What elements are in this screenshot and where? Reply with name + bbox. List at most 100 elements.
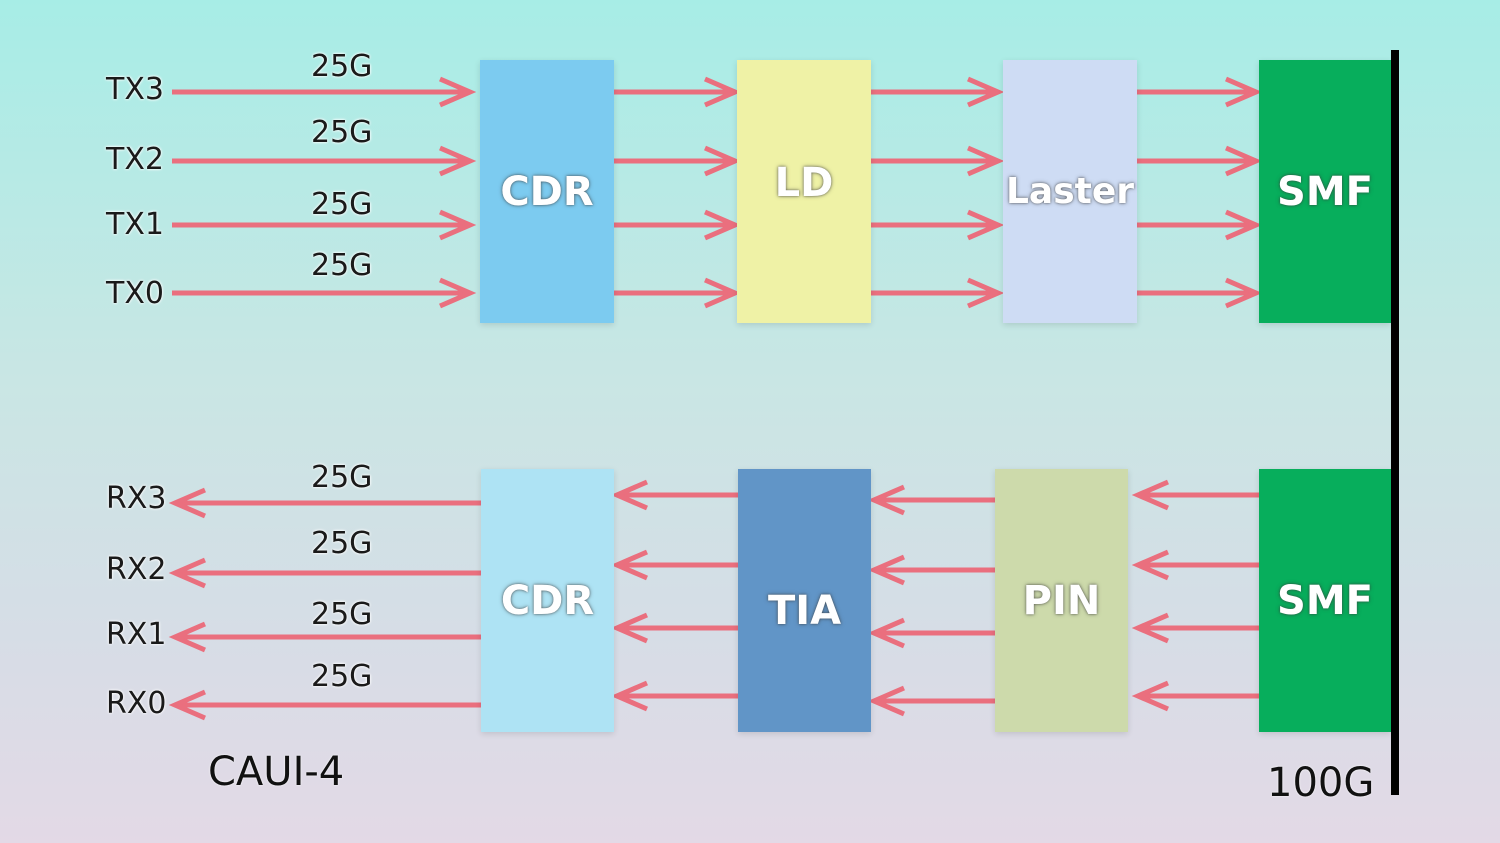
interface-caption: CAUI-4 xyxy=(208,749,345,795)
rx-arrow-head xyxy=(1131,549,1169,581)
rx-arrow xyxy=(867,617,995,649)
rx-arrow-head xyxy=(610,479,648,511)
tx-arrow-head xyxy=(967,76,1005,108)
tx-arrow-head xyxy=(704,209,742,241)
tx-rate-label: 25G xyxy=(311,49,373,84)
tx-arrow xyxy=(871,76,1005,108)
rx-lane-label: RX1 xyxy=(106,617,167,652)
rx-arrow xyxy=(1131,479,1259,511)
rx-arrow xyxy=(1131,680,1259,712)
rx-arrow-head xyxy=(168,487,206,519)
tx-arrow xyxy=(172,145,477,177)
tx-rate-label: 25G xyxy=(311,187,373,222)
rx-arrow xyxy=(1131,549,1259,581)
tx-arrow-head xyxy=(439,76,477,108)
rx-arrow xyxy=(1131,612,1259,644)
tx-ld-label: LD xyxy=(774,159,834,206)
rx-lane-label: RX0 xyxy=(106,686,167,721)
rx-smf-label: SMF xyxy=(1277,577,1373,624)
tx-arrow xyxy=(1137,277,1263,309)
rx-arrow xyxy=(168,557,481,589)
rx-arrow-head xyxy=(610,549,648,581)
rx-arrow-head xyxy=(867,484,905,516)
rx-arrow-head xyxy=(867,685,905,717)
tx-smf-label: SMF xyxy=(1277,168,1373,215)
rx-arrow xyxy=(610,612,738,644)
rx-arrow-head xyxy=(867,617,905,649)
tx-arrow xyxy=(172,277,477,309)
tx-arrow-head xyxy=(1225,76,1263,108)
rx-arrow-head xyxy=(1131,612,1169,644)
rx-pin-label: PIN xyxy=(1022,577,1101,624)
tx-arrow xyxy=(614,76,742,108)
tx-arrow-head xyxy=(1225,145,1263,177)
rx-arrow xyxy=(867,685,995,717)
tx-cdr-label: CDR xyxy=(500,168,594,215)
rx-arrow xyxy=(610,479,738,511)
rx-arrow-head xyxy=(610,612,648,644)
rx-arrow xyxy=(168,487,481,519)
rx-rate-label: 25G xyxy=(311,460,373,495)
rx-arrow-head xyxy=(168,557,206,589)
tx-arrow-head xyxy=(967,277,1005,309)
tx-arrow-head xyxy=(704,145,742,177)
rx-arrow xyxy=(610,680,738,712)
tx-arrow xyxy=(871,277,1005,309)
tx-arrow xyxy=(614,277,742,309)
rx-lane-label: RX2 xyxy=(106,552,167,587)
tx-lane-label: TX1 xyxy=(106,207,164,242)
tx-arrow xyxy=(172,76,477,108)
rx-rate-label: 25G xyxy=(311,597,373,632)
tx-arrow-head xyxy=(439,277,477,309)
rx-arrow xyxy=(168,621,481,653)
tx-lane-label: TX3 xyxy=(106,72,164,107)
rx-arrow-head xyxy=(610,680,648,712)
total-rate-caption: 100G xyxy=(1267,760,1375,806)
tx-arrow xyxy=(614,145,742,177)
tx-arrow xyxy=(1137,145,1263,177)
rx-rate-label: 25G xyxy=(311,526,373,561)
tx-arrow-head xyxy=(704,76,742,108)
rx-cdr-label: CDR xyxy=(500,577,595,624)
tx-arrow-head xyxy=(1225,209,1263,241)
rx-lane-label: RX3 xyxy=(106,481,167,516)
tx-lane-label: TX2 xyxy=(106,142,164,177)
tx-arrow xyxy=(871,145,1005,177)
rx-arrow-head xyxy=(168,621,206,653)
tx-arrow-head xyxy=(967,145,1005,177)
tx-arrow-head xyxy=(967,209,1005,241)
tx-rate-label: 25G xyxy=(311,115,373,150)
tx-ld-block: LD xyxy=(737,60,871,323)
rx-arrow-head xyxy=(1131,479,1169,511)
rx-arrow-head xyxy=(168,689,206,721)
tx-arrow-head xyxy=(704,277,742,309)
tx-arrow xyxy=(1137,209,1263,241)
rx-arrow xyxy=(867,554,995,586)
rx-rate-label: 25G xyxy=(311,659,373,694)
fiber-bar xyxy=(1391,50,1399,795)
tx-smf-block: SMF xyxy=(1259,60,1391,323)
tx-arrow xyxy=(614,209,742,241)
rx-arrow xyxy=(867,484,995,516)
tx-cdr-block: CDR xyxy=(480,60,614,323)
tx-laster-block: Laster xyxy=(1003,60,1137,323)
rx-pin-block: PIN xyxy=(995,469,1128,732)
rx-smf-block: SMF xyxy=(1259,469,1391,732)
tx-arrow-head xyxy=(439,209,477,241)
rx-arrow-head xyxy=(1131,680,1169,712)
tx-arrow-head xyxy=(439,145,477,177)
rx-arrow xyxy=(168,689,481,721)
rx-cdr-block: CDR xyxy=(481,469,614,732)
tx-arrow-head xyxy=(1225,277,1263,309)
tx-arrow xyxy=(172,209,477,241)
tx-laster-label: Laster xyxy=(1005,171,1135,212)
tx-arrow xyxy=(1137,76,1263,108)
tx-lane-label: TX0 xyxy=(106,276,164,311)
rx-tia-label: TIA xyxy=(767,587,842,634)
rx-arrow xyxy=(610,549,738,581)
rx-arrow-head xyxy=(867,554,905,586)
rx-tia-block: TIA xyxy=(738,469,871,732)
tx-arrow xyxy=(871,209,1005,241)
